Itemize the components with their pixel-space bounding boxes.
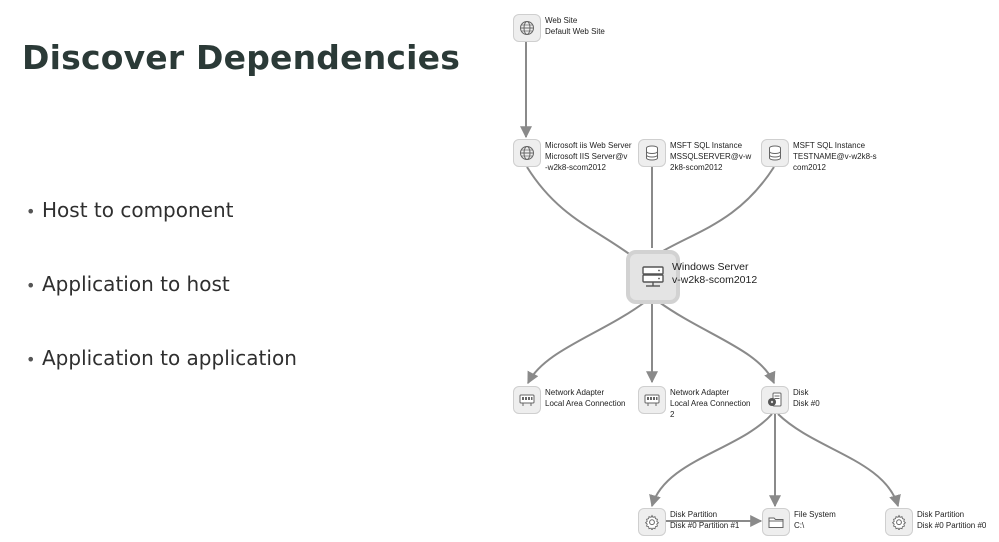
edge-iis-server: [526, 166, 641, 263]
bullet-item: •Application to application: [26, 346, 297, 370]
server-icon: [626, 250, 680, 304]
edge-server-nic1: [527, 301, 646, 385]
bullet-item: •Application to host: [26, 272, 230, 296]
gear-icon: [885, 508, 913, 536]
edge-disk-part1: [649, 413, 773, 508]
folder-icon: [762, 508, 790, 536]
globe-icon: [513, 139, 541, 167]
edge-sql2-server: [662, 166, 775, 252]
disk-icon: [761, 386, 789, 414]
globe-icon: [513, 14, 541, 42]
gear-icon: [638, 508, 666, 536]
database-icon: [638, 139, 666, 167]
bullet-list: •Host to component •Application to host …: [26, 196, 297, 418]
edge-disk-part0: [777, 413, 901, 508]
slide-title: Discover Dependencies: [22, 38, 461, 77]
bullet-item: •Host to component: [26, 198, 234, 222]
database-icon: [761, 139, 789, 167]
network-adapter-icon: [513, 386, 541, 414]
network-adapter-icon: [638, 386, 666, 414]
edge-server-disk: [658, 301, 776, 385]
